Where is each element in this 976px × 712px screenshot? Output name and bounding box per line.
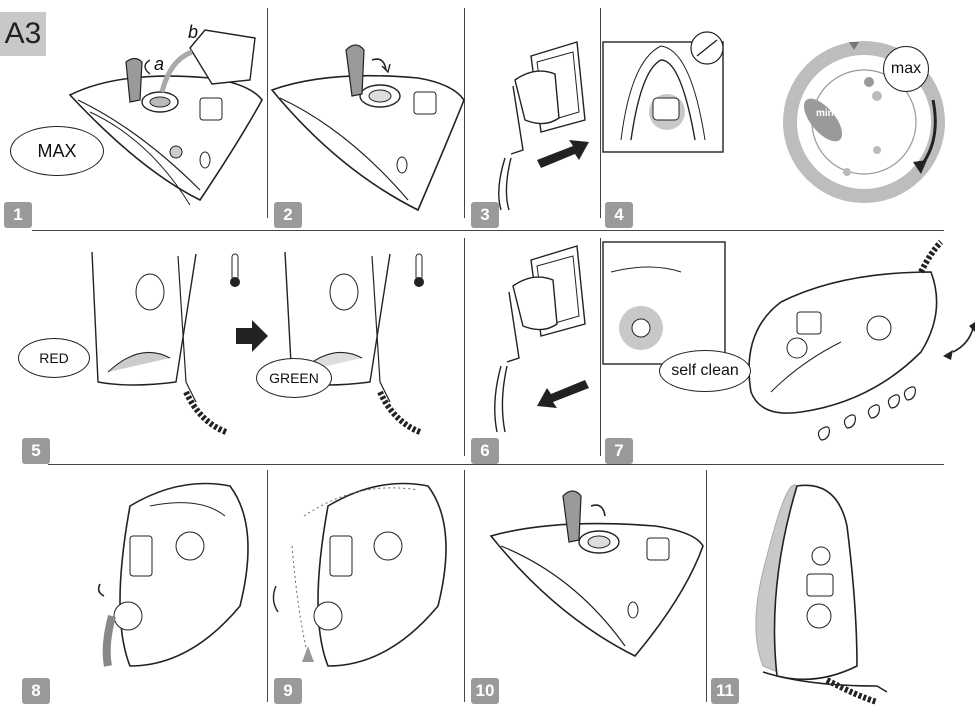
drain-illustration — [0, 466, 267, 712]
iron-fill-illustration — [0, 0, 267, 230]
step-badge: 5 — [22, 438, 50, 464]
step-badge: 8 — [22, 678, 50, 704]
shake-illustration — [268, 466, 464, 712]
step-badge: 1 — [4, 202, 32, 228]
letter-a: a — [154, 54, 164, 75]
panel-1-fill-tank: a b MAX 1 — [0, 0, 267, 230]
step-badge: 7 — [605, 438, 633, 464]
panel-9-shake: 9 — [268, 466, 464, 712]
step-badge: 11 — [711, 678, 739, 704]
panel-11-store: 11 — [707, 466, 976, 712]
self-clean-illustration — [601, 232, 976, 464]
max-level-callout: MAX — [10, 126, 104, 176]
unplug-illustration — [465, 232, 600, 464]
step-badge: 10 — [471, 678, 499, 704]
self-clean-callout: self clean — [659, 350, 751, 392]
panel-3-plug-in: 3 — [465, 0, 600, 230]
dial-max-callout: max — [883, 46, 929, 92]
panel-5-indicator: RED GREEN 5 — [0, 232, 464, 464]
close-lid-illustration — [465, 466, 706, 712]
panel-7-self-clean: self clean 7 — [601, 232, 976, 464]
divider — [32, 230, 944, 231]
dial-min-label: min — [816, 108, 834, 119]
plug-in-illustration — [465, 0, 600, 230]
iron-lid-illustration — [268, 0, 464, 230]
step-badge: 3 — [471, 202, 499, 228]
panel-6-unplug: 6 — [465, 232, 600, 464]
step-badge: 6 — [471, 438, 499, 464]
arrow-icon — [236, 320, 268, 352]
panel-8-drain: 8 — [0, 466, 267, 712]
thermometer-icon — [416, 254, 422, 280]
panel-4-dial: max min 4 — [601, 0, 976, 230]
store-illustration — [707, 466, 976, 712]
red-indicator-callout: RED — [18, 338, 90, 378]
step-badge: 9 — [274, 678, 302, 704]
panel-2-close-lid: 2 — [268, 0, 464, 230]
letter-b: b — [188, 22, 198, 43]
step-badge: 4 — [605, 202, 633, 228]
step-badge: 2 — [274, 202, 302, 228]
panel-10-close-lid: 10 — [465, 466, 706, 712]
divider — [48, 464, 944, 465]
steam-control-illustration — [601, 0, 976, 230]
thermometer-icon — [232, 254, 238, 280]
green-indicator-callout: GREEN — [256, 358, 332, 398]
